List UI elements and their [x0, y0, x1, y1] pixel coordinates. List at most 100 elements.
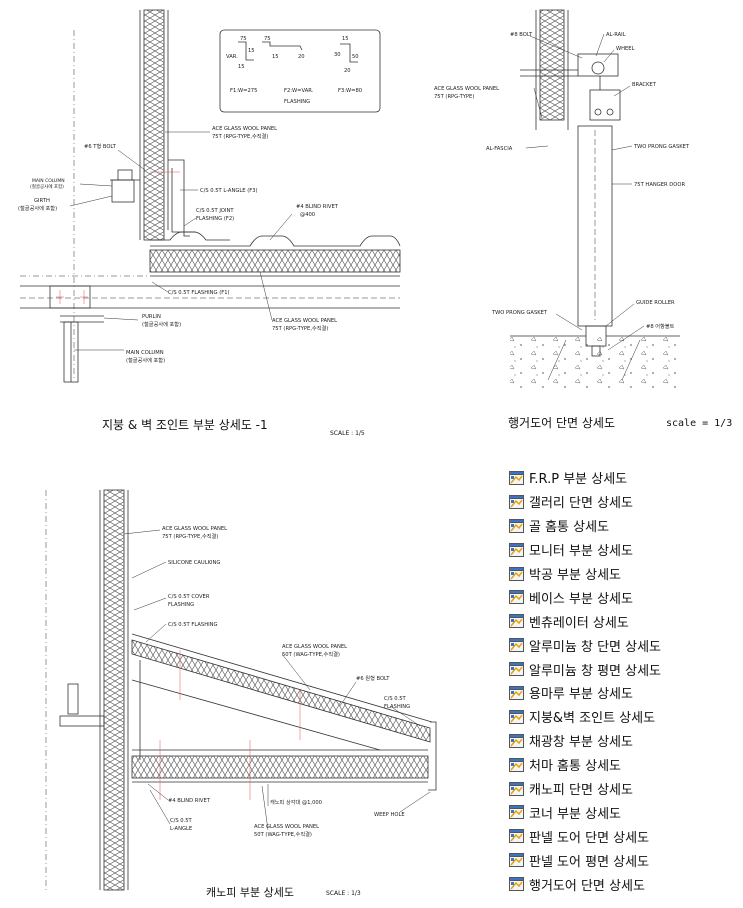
flashing-label: C/S 0.5T FLASHING — [168, 622, 218, 628]
main-column-note-2: (철골공사에 포함) — [126, 356, 165, 364]
guide-roller-label: GUIDE ROLLER — [636, 300, 675, 306]
drawing-link-label: 벤츄레이터 상세도 — [529, 615, 629, 631]
drawing-link[interactable]: 채광창 부분 상세도 — [509, 729, 739, 753]
drawing-link[interactable]: 베이스 부분 상세도 — [509, 585, 739, 609]
anchor-label: #8 어항볼트 — [646, 322, 675, 330]
flashing-f1-label: C/S 0.5T FLASHING (F1) — [168, 290, 230, 296]
joint-label-2: FLASHING (F2) — [196, 216, 234, 222]
drawing-link[interactable]: 코너 부분 상세도 — [509, 800, 739, 824]
girth-note: (철골공사에 포함) — [18, 204, 57, 212]
bolt-label: #6 T형 BOLT — [84, 143, 117, 150]
rivet-label: #4 BLIND RIVET — [296, 204, 339, 210]
drawing-file-icon — [509, 470, 524, 485]
bottom-panel-label: ACE GLASS WOOL PANEL — [254, 824, 319, 830]
rivet-label: #4 BLIND RIVET — [168, 798, 211, 804]
canopy-caption: 캐노피 부분 상세도 — [206, 886, 294, 899]
drawing-file-icon — [509, 757, 524, 772]
wall-panel-spec: 75T (RPG-TYPE,수직결) — [162, 532, 218, 540]
drawing-link[interactable]: 알루미늄 창 단면 상세도 — [509, 633, 739, 657]
rivet-spacing: @400 — [300, 212, 315, 218]
flashing-dim: 20 — [344, 68, 351, 74]
angle-label-2: L-ANGLE — [170, 826, 192, 832]
drawing-link[interactable]: 모니터 부분 상세도 — [509, 538, 739, 562]
drawing-link[interactable]: 박공 부분 상세도 — [509, 562, 739, 586]
purlin-note: (철골공사에 포함) — [142, 320, 181, 328]
gasket-label-2: TWO PRONG GASKET — [491, 310, 548, 316]
flashing-f1: F1:W=275 — [230, 88, 257, 94]
drawing-link[interactable]: 처마 홈통 상세도 — [509, 753, 739, 777]
drawing-link[interactable]: 갤러리 단면 상세도 — [509, 490, 739, 514]
flashing-dim: VAR. — [226, 54, 238, 60]
flashing-dim: 15 — [342, 36, 349, 42]
hanger-door-caption: 행거도어 단면 상세도 — [508, 416, 615, 430]
drawing-link-label: 판넬 도어 평면 상세도 — [529, 854, 650, 870]
wall-panel-spec: 75T (RPG-TYPE,수직결) — [212, 132, 268, 140]
flashing-f2: F2:W=VAR. — [284, 88, 314, 94]
hanger-door-drawing — [510, 9, 680, 388]
drawing-link[interactable]: 캐노피 단면 상세도 — [509, 777, 739, 801]
drawing-link[interactable]: 용마루 부분 상세도 — [509, 681, 739, 705]
canopy-scale: SCALE : 1/3 — [326, 890, 361, 897]
drawing-file-icon — [509, 877, 524, 892]
hanger-door-scale: scale = 1/3 — [666, 418, 733, 429]
drawing-link-label: 채광창 부분 상세도 — [529, 735, 633, 751]
cs-flashing-label: C/S 0.5T — [384, 696, 407, 702]
drawing-file-icon — [509, 781, 524, 796]
main-column-label: MAIN COLUMN — [32, 178, 65, 184]
wall-panel-label: ACE GLASS WOOL PANEL — [212, 126, 277, 132]
drawing-link[interactable]: 알루미늄 창 평면 상세도 — [509, 657, 739, 681]
drawing-file-icon — [509, 518, 524, 533]
drawing-link-label: 코너 부분 상세도 — [529, 806, 621, 822]
flashing-dim: 75 — [264, 36, 271, 42]
drawing-link[interactable]: 지붕&벽 조인트 상세도 — [509, 705, 739, 729]
flashing-dim: 30 — [334, 52, 341, 58]
drawing-file-icon — [509, 805, 524, 820]
angle-label: C/S 0.5T — [170, 818, 193, 824]
drawing-link[interactable]: F.R.P 부분 상세도 — [509, 466, 739, 490]
drawing-link-label: F.R.P 부분 상세도 — [529, 472, 628, 488]
drawing-link-label: 판넬 도어 단면 상세도 — [529, 830, 650, 846]
canopy-panel-spec: 50T (WAG-TYPE,수직결) — [282, 650, 340, 658]
main-column-note: (철골공사에 포함) — [30, 183, 64, 190]
panel-spec: 75T (RPG-TYPE) — [434, 94, 474, 100]
flashing-dim: 15 — [272, 54, 279, 60]
bottom-panel-spec: 50T (WAG-TYPE,수직결) — [254, 830, 312, 838]
drawing-file-icon — [509, 829, 524, 844]
gasket-label: TWO PRONG GASKET — [633, 144, 690, 150]
cover-label-2: FLASHING — [168, 602, 194, 608]
wheel-label: WHEEL — [616, 46, 635, 52]
panel-label: ACE GLASS WOOL PANEL — [434, 86, 499, 92]
drawing-link[interactable]: 골 홈통 상세도 — [509, 514, 739, 538]
flashing-f3: F3:W=80 — [338, 88, 362, 94]
flashing-dim: 20 — [298, 54, 305, 60]
drawing-file-icon — [509, 566, 524, 581]
drawing-file-icon — [509, 709, 524, 724]
canopy-drawing — [45, 489, 437, 891]
drawing-link[interactable]: 판넬 도어 평면 상세도 — [509, 848, 739, 872]
roof-panel-spec: 75T (RPG-TYPE,수직결) — [272, 324, 328, 332]
drawing-file-icon — [509, 853, 524, 868]
girth-label: GIRTH — [34, 198, 50, 204]
roof-wall-caption: 지붕 & 벽 조인트 부분 상세도 -1 — [102, 418, 268, 432]
purlin-label: PURLIN — [142, 314, 161, 320]
angle-label: C/S 0.5T L-ANGLE (F3) — [200, 188, 258, 194]
roof-wall-joint-drawing — [20, 9, 401, 383]
drawing-file-icon — [509, 638, 524, 653]
flashing-title: FLASHING — [284, 99, 310, 105]
drawing-link[interactable]: 벤츄레이터 상세도 — [509, 609, 739, 633]
canopy-panel-label: ACE GLASS WOOL PANEL — [282, 644, 347, 650]
roof-panel-label: ACE GLASS WOOL PANEL — [272, 318, 337, 324]
drawing-file-icon — [509, 733, 524, 748]
main-column-label-2: MAIN COLUMN — [126, 350, 164, 356]
drawing-link-label: 처마 홈통 상세도 — [529, 759, 621, 775]
drawing-link-label: 행거도어 단면 상세도 — [529, 878, 645, 894]
bolt-label: #6 원형 BOLT — [356, 674, 390, 682]
weep-hole-label: WEEP HOLE — [374, 812, 405, 818]
drawing-link[interactable]: 행거도어 단면 상세도 — [509, 872, 739, 896]
flashing-dim: 15 — [248, 48, 255, 54]
flashing-dim: 75 — [240, 36, 247, 42]
drawing-link[interactable]: 판넬 도어 단면 상세도 — [509, 824, 739, 848]
caulking-label: SILICONE CAULKING — [168, 560, 220, 566]
drawing-link-label: 갤러리 단면 상세도 — [529, 496, 633, 512]
